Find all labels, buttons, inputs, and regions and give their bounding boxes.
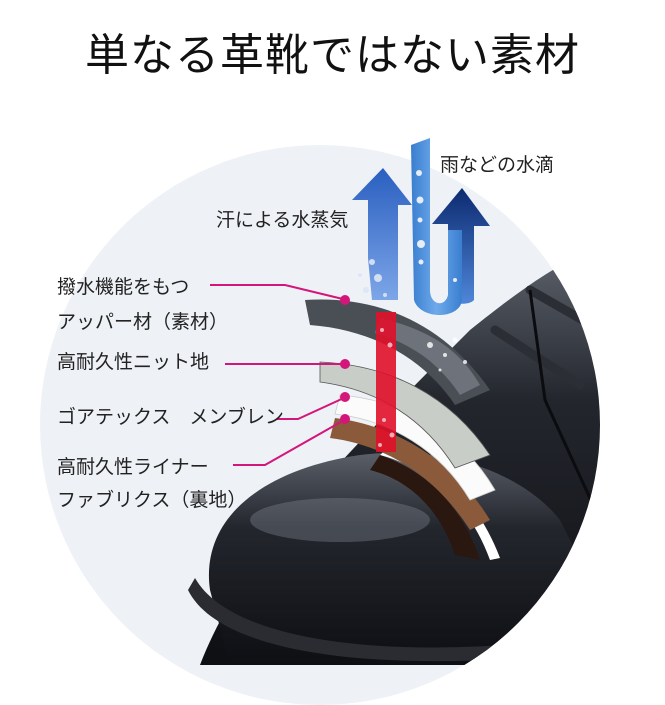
layer-liner bbox=[330, 418, 490, 530]
layer-label-upper-line1: 撥水機能をもつ bbox=[57, 276, 190, 298]
layer-label-upper-line2: アッパー材（素材） bbox=[57, 311, 229, 333]
shoe-cross-section-illustration bbox=[188, 138, 600, 665]
shoe-toe bbox=[208, 452, 600, 665]
leader-dot-knit bbox=[340, 359, 350, 369]
vapor-column bbox=[376, 312, 396, 452]
layer-label-membrane: ゴアテックス メンブレン bbox=[57, 406, 284, 428]
layer-label-liner-line2: ファブリクス（裏地） bbox=[57, 489, 247, 511]
vapor-label: 汗による水蒸気 bbox=[216, 209, 349, 231]
leader-dot-membrane bbox=[340, 392, 350, 402]
rain-arrow-icon bbox=[411, 138, 462, 315]
shoe-sole bbox=[188, 578, 560, 662]
layer-label-knit: 高耐久性ニット地 bbox=[57, 351, 210, 373]
leader-dot-liner bbox=[340, 414, 350, 424]
leader-dot-upper bbox=[340, 295, 350, 305]
layer-upper bbox=[305, 299, 490, 405]
leader-lines bbox=[210, 284, 348, 466]
rain-label: 雨などの水滴 bbox=[440, 154, 555, 176]
water-droplets-icon bbox=[427, 337, 467, 372]
layer-label-liner-line1: 高耐久性ライナー bbox=[57, 456, 209, 478]
vapor-arrow-left-icon bbox=[352, 168, 412, 300]
page-title: 単なる革靴ではない素材 bbox=[85, 30, 580, 81]
